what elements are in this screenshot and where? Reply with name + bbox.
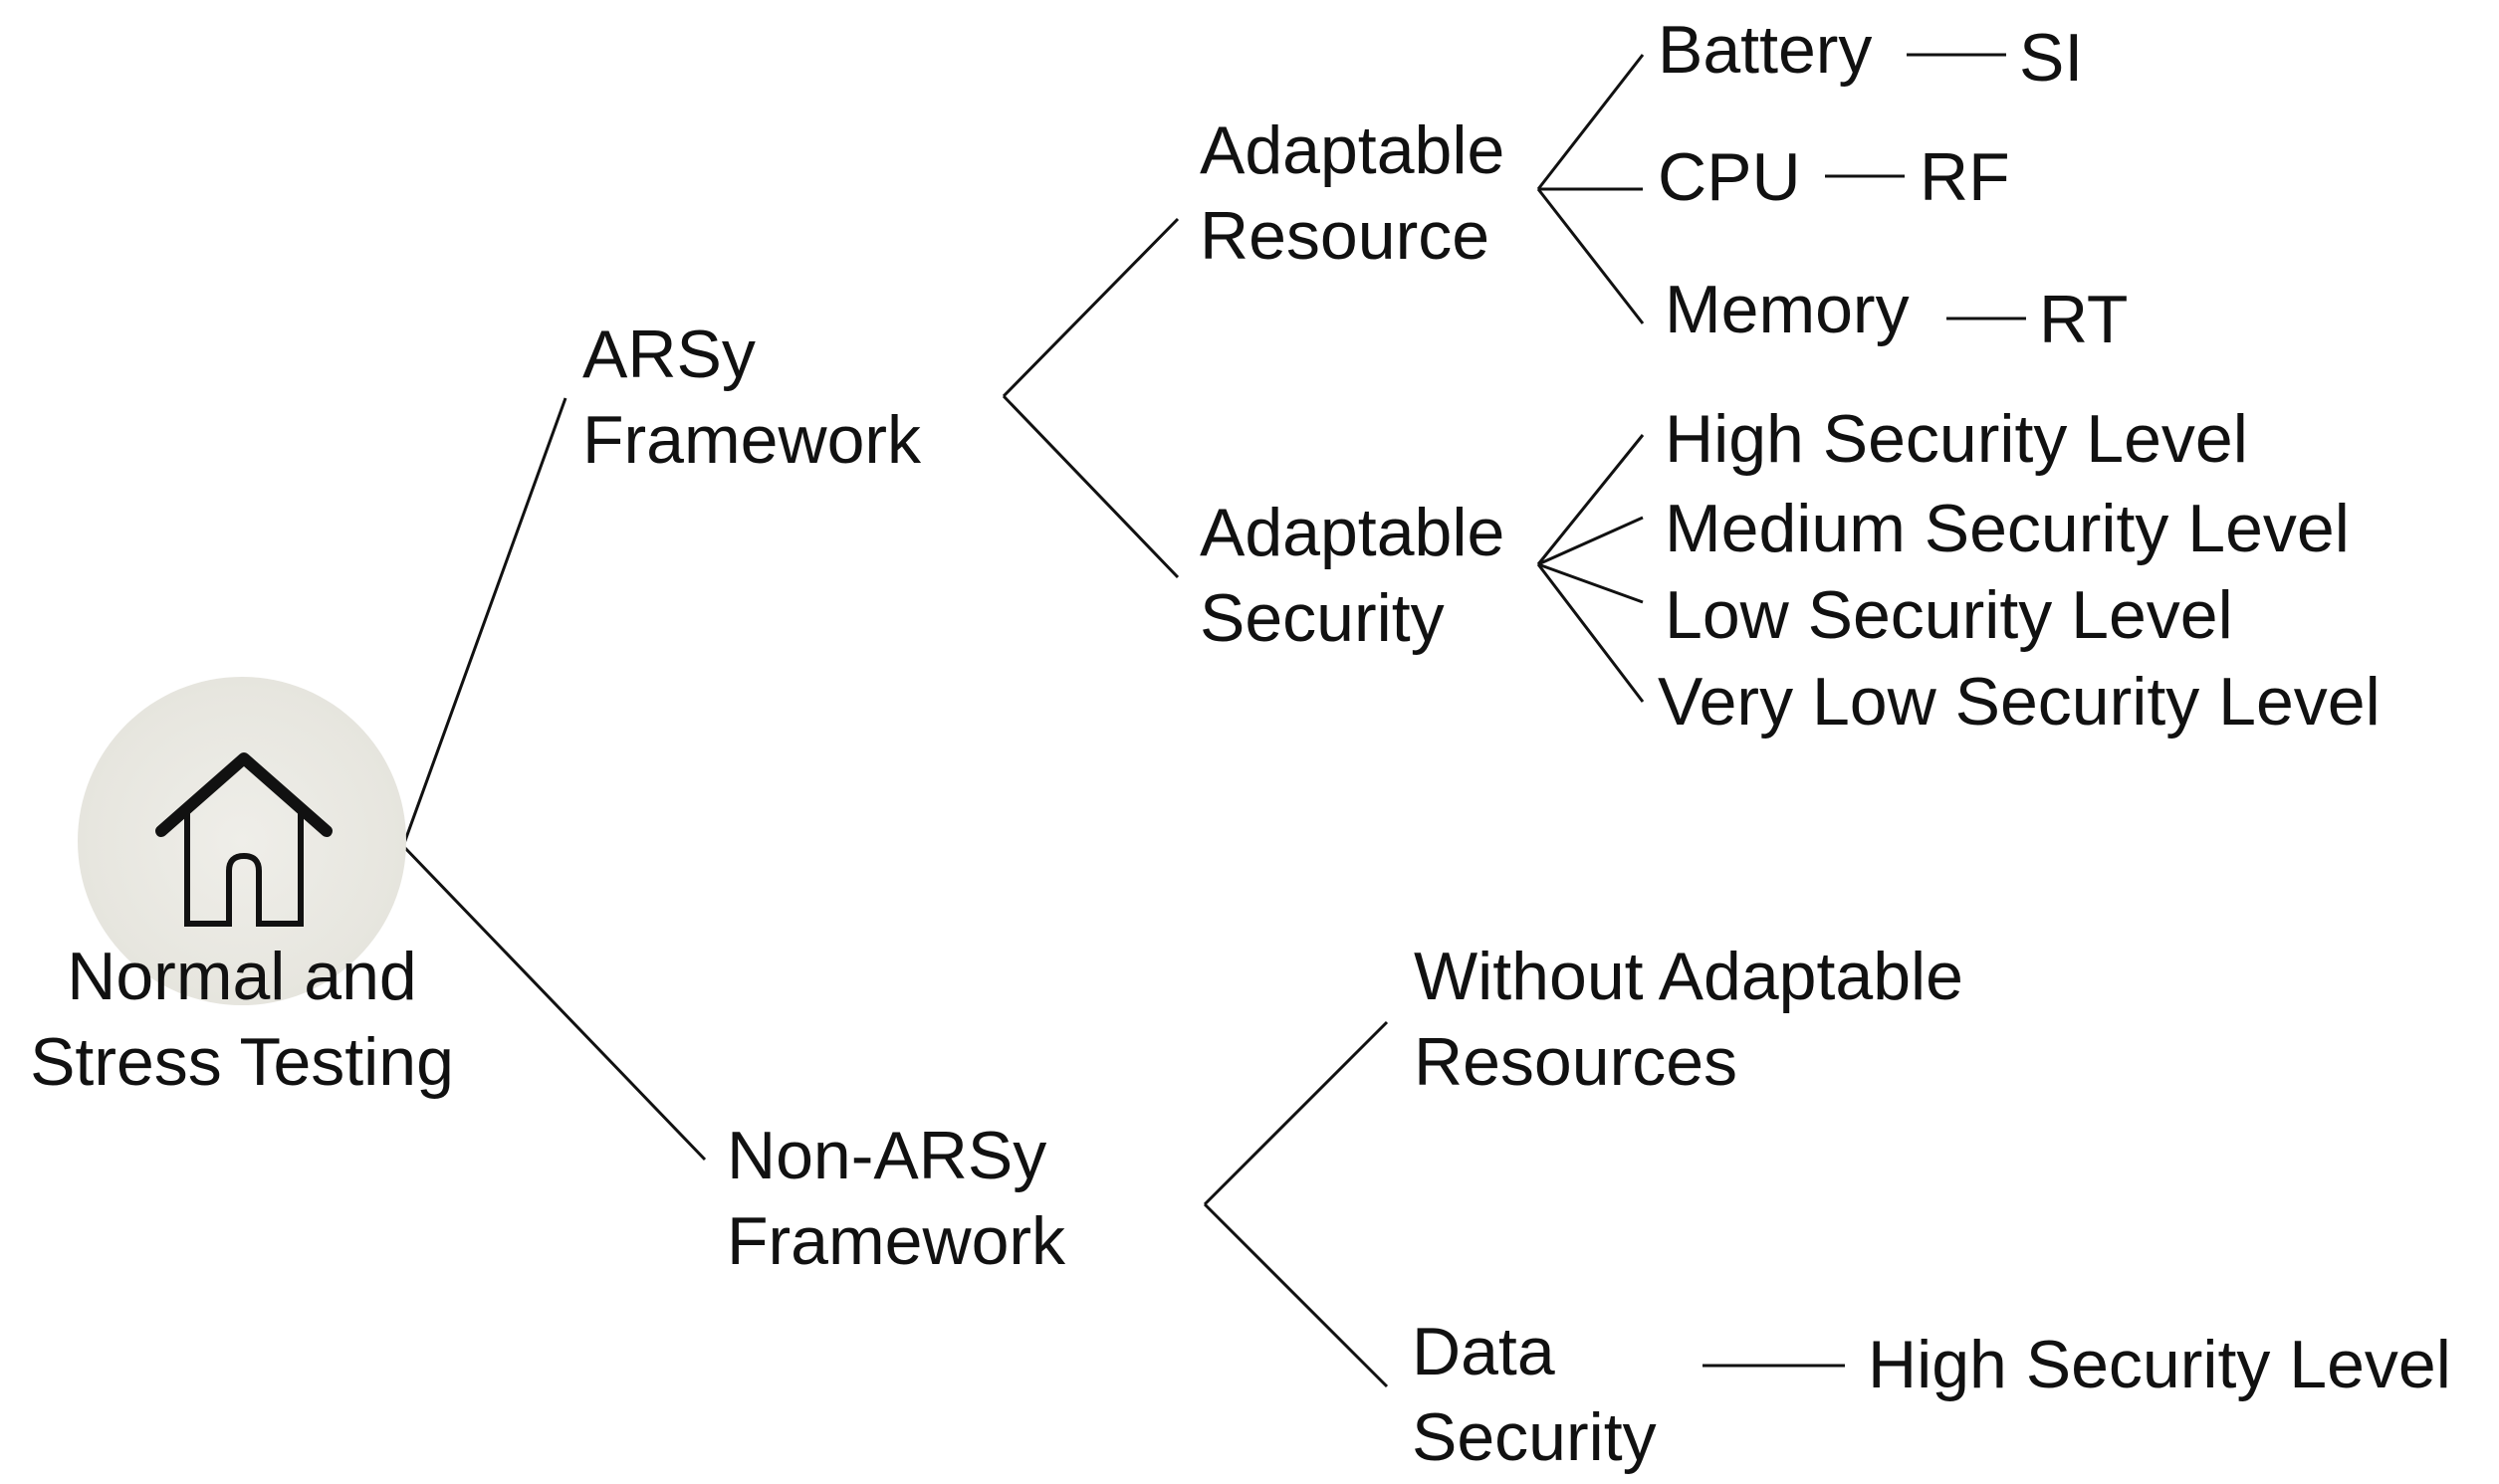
edge-root-non-arsy — [401, 844, 707, 1162]
without-resources-line2: Resources — [1414, 1024, 1738, 1100]
adaptable-resource-node: Adaptable Resource — [1200, 107, 1504, 279]
data-security-line1: Data — [1412, 1314, 1555, 1389]
resource-battery: Battery — [1658, 12, 1873, 88]
root-label-line2: Stress Testing — [30, 1024, 454, 1100]
data-security-line2: Security — [1412, 1399, 1657, 1475]
edge-security-high — [1536, 434, 1645, 565]
security-level-medium: Medium Security Level — [1665, 491, 2350, 566]
non-arsy-framework-node: Non-ARSy Framework — [727, 1113, 1065, 1284]
adaptable-security-line1: Adaptable — [1200, 495, 1505, 570]
edge-security-verylow — [1536, 563, 1645, 703]
non-arsy-label-line2: Framework — [727, 1203, 1066, 1279]
adaptable-security-line2: Security — [1200, 580, 1445, 656]
arsy-label-line1: ARSy — [582, 317, 756, 392]
resource-cpu-tag: RF — [1920, 139, 2010, 215]
data-security-node: Data Security — [1412, 1309, 1657, 1480]
edge-nonarsy-data — [1203, 1202, 1389, 1388]
root-node-circle — [78, 677, 406, 1005]
root-label-line1: Normal and — [67, 939, 417, 1014]
edge-resource-memory — [1536, 188, 1645, 324]
root-label: Normal and Stress Testing — [0, 934, 501, 1105]
edge-security-low — [1537, 562, 1644, 604]
security-level-very-low: Very Low Security Level — [1658, 664, 2381, 740]
arsy-framework-node: ARSy Framework — [582, 312, 921, 483]
adaptable-resource-line2: Resource — [1200, 198, 1490, 274]
adaptable-security-node: Adaptable Security — [1200, 490, 1504, 661]
arsy-label-line2: Framework — [582, 402, 922, 478]
resource-memory-tag: RT — [2039, 282, 2129, 357]
data-security-level-high: High Security Level — [1868, 1327, 2451, 1402]
without-adaptable-resources-node: Without Adaptable Resources — [1414, 934, 1963, 1105]
edge-root-arsy — [401, 397, 568, 847]
non-arsy-label-line1: Non-ARSy — [727, 1118, 1047, 1193]
resource-memory: Memory — [1665, 272, 1910, 347]
edge-nonarsy-without — [1203, 1020, 1389, 1206]
security-level-high: High Security Level — [1665, 401, 2248, 477]
security-level-low: Low Security Level — [1665, 577, 2233, 653]
adaptable-resource-line1: Adaptable — [1200, 112, 1505, 188]
edge-resource-battery — [1536, 54, 1645, 190]
resource-battery-tag: SI — [2019, 20, 2084, 96]
edge-arsy-security — [1002, 394, 1180, 579]
edge-arsy-resource — [1002, 217, 1180, 398]
resource-cpu: CPU — [1658, 139, 1801, 215]
without-resources-line1: Without Adaptable — [1414, 939, 1963, 1014]
home-icon — [155, 752, 333, 927]
edge-security-medium — [1537, 516, 1644, 566]
